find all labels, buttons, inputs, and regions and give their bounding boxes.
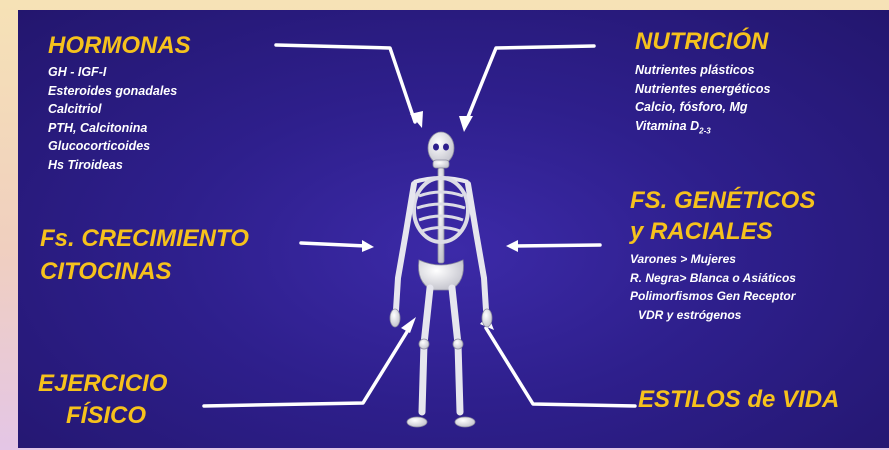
ejercicio-line2: FÍSICO [66, 402, 147, 429]
hormonas-title: HORMONAS [48, 32, 191, 59]
geneticos-item: Varones > Mujeres [630, 252, 736, 266]
crecimiento-line1: Fs. CRECIMIENTO [40, 225, 249, 252]
nutricion-list: Nutrientes plásticos Nutrientes energéti… [635, 61, 770, 141]
geneticos-line1: FS. GENÉTICOS [630, 187, 816, 214]
hormonas-item: Calcitriol [48, 102, 102, 116]
nutricion-item: Calcio, fósforo, Mg [635, 100, 748, 114]
arrow-icon [464, 44, 596, 124]
arrowhead-icon [401, 317, 416, 333]
hormonas-item: Hs Tiroideas [48, 157, 123, 172]
geneticos-item: VDR y estrógenos [638, 307, 742, 322]
vitamin-label: Vitamina D [635, 118, 700, 133]
estilos-title: ESTILOS de VIDA [638, 386, 840, 413]
arrowhead-icon [362, 240, 374, 252]
vitamin-subscript: 2-3 [699, 126, 711, 135]
arrow-icon [512, 243, 602, 248]
hormonas-list: GH - IGF-I Esteroides gonadales Calcitri… [48, 63, 177, 174]
geneticos-line2: y RACIALES [630, 218, 773, 245]
arrow-icon [299, 241, 368, 248]
crecimiento-line2: CITOCINAS [40, 258, 172, 285]
arrow-icon [274, 43, 417, 124]
hormonas-item: PTH, Calcitonina [48, 120, 148, 135]
geneticos-item: R. Negra> Blanca o Asiáticos [630, 270, 796, 285]
arrowhead-icon [410, 111, 423, 128]
diagram-graphics [202, 43, 637, 428]
diagram-panel: HORMONAS GH - IGF-I Esteroides gonadales… [18, 10, 889, 448]
geneticos-item: Polimorfismos Gen Receptor [630, 289, 796, 303]
skeleton-icon [389, 131, 493, 428]
nutricion-title: NUTRICIÓN [635, 28, 769, 55]
nutricion-item: Nutrientes energéticos [635, 81, 771, 96]
arrowhead-icon [506, 240, 518, 252]
hormonas-item: Glucocorticoides [48, 139, 151, 153]
hormonas-item: GH - IGF-I [48, 65, 107, 79]
ejercicio-line1: EJERCICIO [38, 370, 168, 397]
arrow-icon [484, 326, 637, 408]
hormonas-item: Esteroides gonadales [48, 83, 178, 98]
arrow-icon [202, 325, 412, 408]
nutricion-item: Nutrientes plásticos [635, 63, 755, 77]
arrowhead-icon [459, 116, 473, 132]
nutricion-vitamin: Vitamina D2-3 [635, 117, 770, 141]
geneticos-list: Varones > Mujeres R. Negra> Blanca o Asi… [630, 250, 796, 324]
